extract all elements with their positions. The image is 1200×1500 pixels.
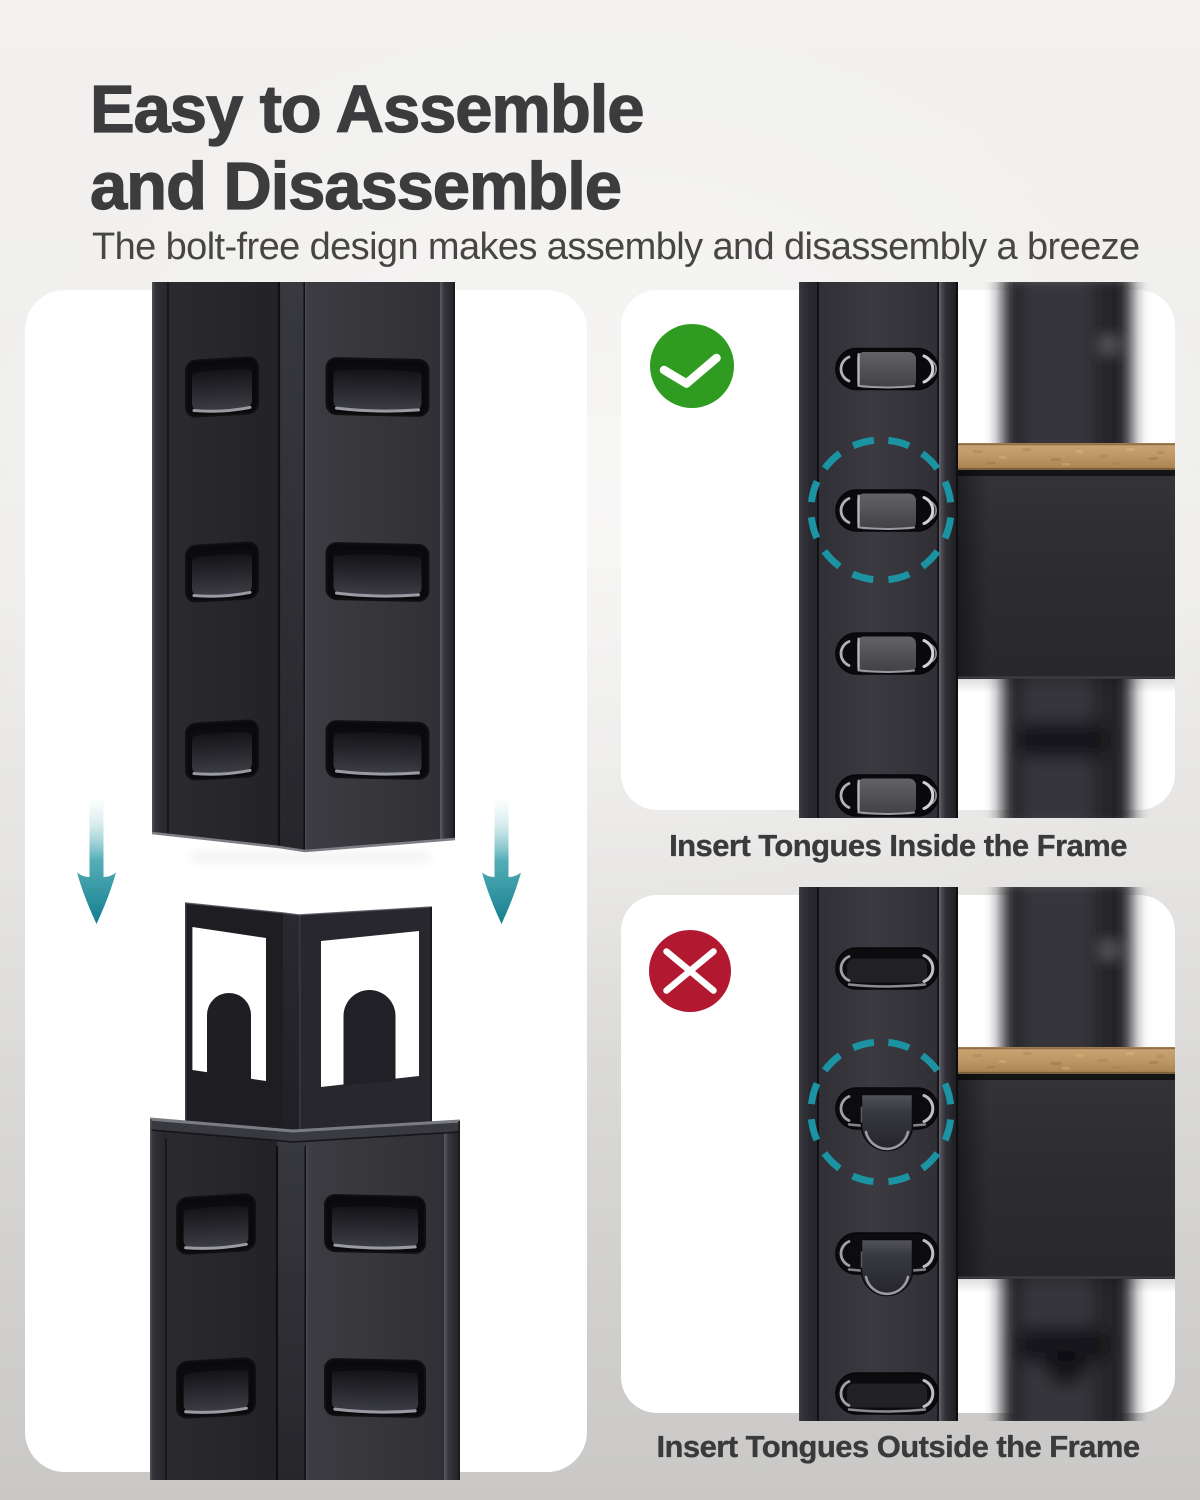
- caption-incorrect: Insert Tongues Outside the Frame: [656, 1429, 1140, 1464]
- slot-with-tongue-inside: [834, 347, 940, 391]
- slot: [186, 357, 258, 417]
- slot-empty: [834, 946, 940, 991]
- caption-correct: Insert Tongues Inside the Frame: [669, 828, 1128, 863]
- correct-method-photo: [650, 282, 1175, 818]
- assembly-demo-card: [25, 282, 587, 1480]
- assembly-demo-photo: [77, 282, 521, 1480]
- background-post-blurred: [1002, 887, 1132, 1421]
- upper-post: [151, 282, 456, 853]
- shelf-steel-beam: [958, 1074, 1175, 1279]
- slot: [327, 721, 429, 779]
- shelf-wood-edge: [958, 1047, 1175, 1074]
- shelf-wood-edge: [958, 443, 1175, 470]
- slot: [325, 1195, 425, 1253]
- incorrect-method-card: [621, 887, 1175, 1421]
- shelf: [958, 443, 1175, 693]
- slot: [327, 358, 429, 416]
- slot-with-tongue-inside: [834, 488, 940, 533]
- slot-with-tongue-inside: [834, 773, 940, 818]
- lower-post: [149, 1117, 461, 1480]
- slot: [177, 1194, 255, 1254]
- page-title: Easy to Assemble and Disassemble: [89, 71, 645, 225]
- title-line-2: and Disassemble: [89, 148, 622, 224]
- slot: [325, 1359, 425, 1417]
- corner-connector: [184, 902, 433, 1152]
- page-subtitle: The bolt-free design makes assembly and …: [92, 226, 1140, 268]
- arrow-down-icon-left: [77, 799, 116, 924]
- arrow-down-icon-right: [482, 799, 521, 924]
- dashed-highlight-circle: [807, 1038, 955, 1186]
- slot: [327, 543, 429, 601]
- shelf: [958, 1047, 1175, 1293]
- shelf-steel-beam: [958, 470, 1175, 679]
- title-line-1: Easy to Assemble: [89, 71, 645, 147]
- arrow-down-shape: [482, 799, 521, 924]
- incorrect-method-photo: [649, 887, 1175, 1421]
- slot-empty: [834, 1371, 940, 1416]
- cross-icon: [649, 930, 731, 1012]
- slot: [186, 542, 258, 602]
- check-icon: [650, 324, 734, 408]
- arrow-down-shape: [77, 799, 116, 924]
- slot: [186, 720, 258, 780]
- correct-method-card: [621, 282, 1175, 818]
- slot-with-tongue-inside: [834, 631, 940, 676]
- dashed-highlight-circle: [807, 436, 955, 584]
- upper-post-shadow: [190, 852, 430, 862]
- slot: [177, 1358, 255, 1418]
